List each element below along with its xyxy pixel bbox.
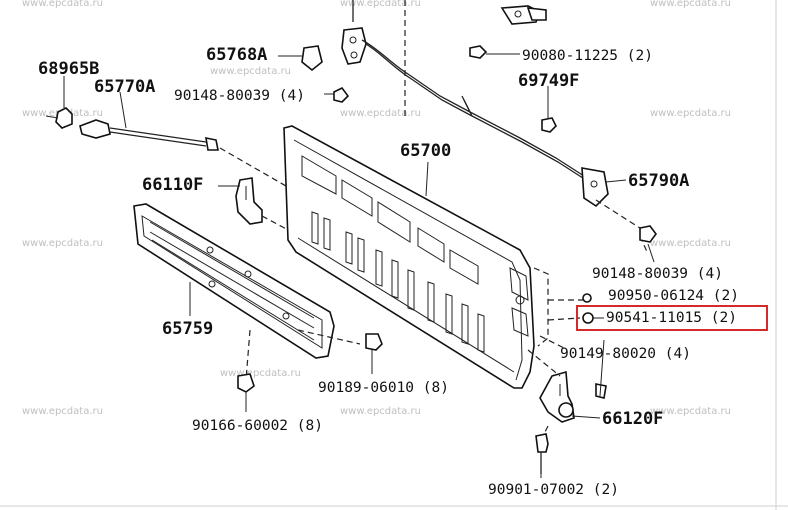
watermark: www.epcdata.ru — [220, 368, 301, 379]
label-65790A[interactable]: 65790A — [628, 171, 689, 191]
trim-plate-65759 — [133, 203, 361, 381]
watermark: www.epcdata.ru — [22, 406, 103, 417]
watermark: www.epcdata.ru — [340, 406, 421, 417]
tailgate-panel — [283, 125, 535, 389]
label-90541-11015[interactable]: 90541-11015 (2) — [606, 310, 737, 326]
tailgate-ribs — [311, 211, 485, 353]
label-68965B[interactable]: 68965B — [38, 59, 99, 79]
label-90148-80039-right[interactable]: 90148-80039 (4) — [592, 266, 723, 282]
label-65768A[interactable]: 65768A — [206, 45, 267, 65]
label-90166-60002[interactable]: 90166-60002 (8) — [192, 418, 323, 434]
watermark: www.epcdata.ru — [650, 0, 731, 9]
label-90149-80020[interactable]: 90149-80020 (4) — [560, 346, 691, 362]
label-90080-11225[interactable]: 90080-11225 (2) — [522, 48, 653, 64]
label-69749F[interactable]: 69749F — [518, 71, 579, 91]
label-66110F[interactable]: 66110F — [142, 175, 203, 195]
watermark: www.epcdata.ru — [210, 66, 291, 77]
latch-rod-assembly — [301, 0, 609, 208]
hinge-66110F — [235, 177, 293, 233]
watermark: www.epcdata.ru — [340, 108, 421, 119]
leader-lines — [63, 53, 655, 478]
support-cable — [45, 107, 287, 187]
label-90901-07002[interactable]: 90901-07002 (2) — [488, 482, 619, 498]
washer-90950 — [582, 293, 592, 303]
watermark: www.epcdata.ru — [340, 0, 421, 9]
label-65700[interactable]: 65700 — [400, 141, 451, 161]
label-66120F[interactable]: 66120F — [602, 409, 663, 429]
label-65759[interactable]: 65759 — [162, 319, 213, 339]
watermark: www.epcdata.ru — [22, 0, 103, 9]
clip-90166 — [237, 373, 255, 393]
label-65770A[interactable]: 65770A — [94, 77, 155, 97]
label-90189-06010[interactable]: 90189-06010 (8) — [318, 380, 449, 396]
clip-90189 — [365, 333, 383, 351]
nut-90541 — [582, 312, 594, 324]
label-90148-80039-top[interactable]: 90148-80039 (4) — [174, 88, 305, 104]
watermark: www.epcdata.ru — [22, 238, 103, 249]
watermark: www.epcdata.ru — [650, 238, 731, 249]
highlight-box-90541-11015 — [576, 305, 768, 331]
watermark: www.epcdata.ru — [650, 108, 731, 119]
watermark: www.epcdata.ru — [650, 406, 731, 417]
hinge-66120F — [527, 349, 607, 474]
label-90950-06124[interactable]: 90950-06124 (2) — [608, 288, 739, 304]
